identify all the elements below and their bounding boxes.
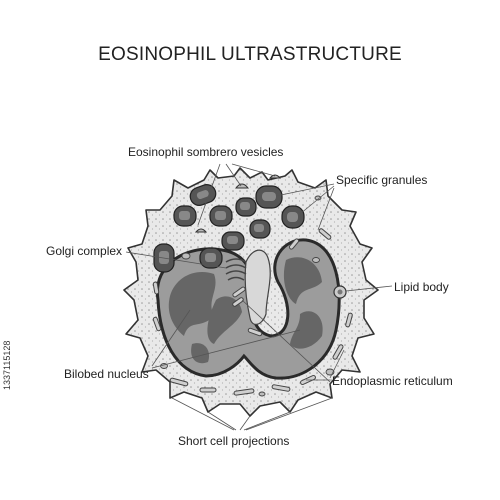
heterochromatin xyxy=(168,257,323,364)
cytoplasmic-vesicles xyxy=(160,195,335,397)
diagram-title: EOSINOPHIL ULTRASTRUCTURE xyxy=(98,44,402,65)
label-golgi-complex: Golgi complex xyxy=(46,244,123,258)
label-short-cell-projections: Short cell projections xyxy=(178,434,290,448)
specific-granule xyxy=(199,247,223,269)
specific-granule xyxy=(209,205,233,227)
leader-lines xyxy=(125,163,393,431)
nuclear-fold xyxy=(244,249,271,325)
specific-granule xyxy=(189,184,217,206)
label-specific-granules: Specific granules xyxy=(336,173,428,187)
specific-granule xyxy=(235,197,257,217)
golgi-complex xyxy=(225,258,247,281)
label-lipid-body: Lipid body xyxy=(394,280,449,294)
label-endoplasmic-reticulum: Endoplasmic reticulum xyxy=(332,374,453,388)
specific-granule xyxy=(255,185,283,209)
stock-id: 1337115128 xyxy=(2,340,12,390)
specific-granule xyxy=(221,231,245,251)
label-bilobed-nucleus: Bilobed nucleus xyxy=(64,367,149,381)
specific-granules xyxy=(153,184,305,273)
specific-granule xyxy=(281,205,305,229)
specific-granule xyxy=(173,205,197,227)
label-sombrero-vesicles: Eosinophil sombrero vesicles xyxy=(128,145,284,159)
specific-granule xyxy=(249,219,271,239)
sombrero-vesicles xyxy=(194,174,282,233)
lipid-body-core xyxy=(337,289,343,295)
endoplasmic-reticulum xyxy=(152,228,353,396)
